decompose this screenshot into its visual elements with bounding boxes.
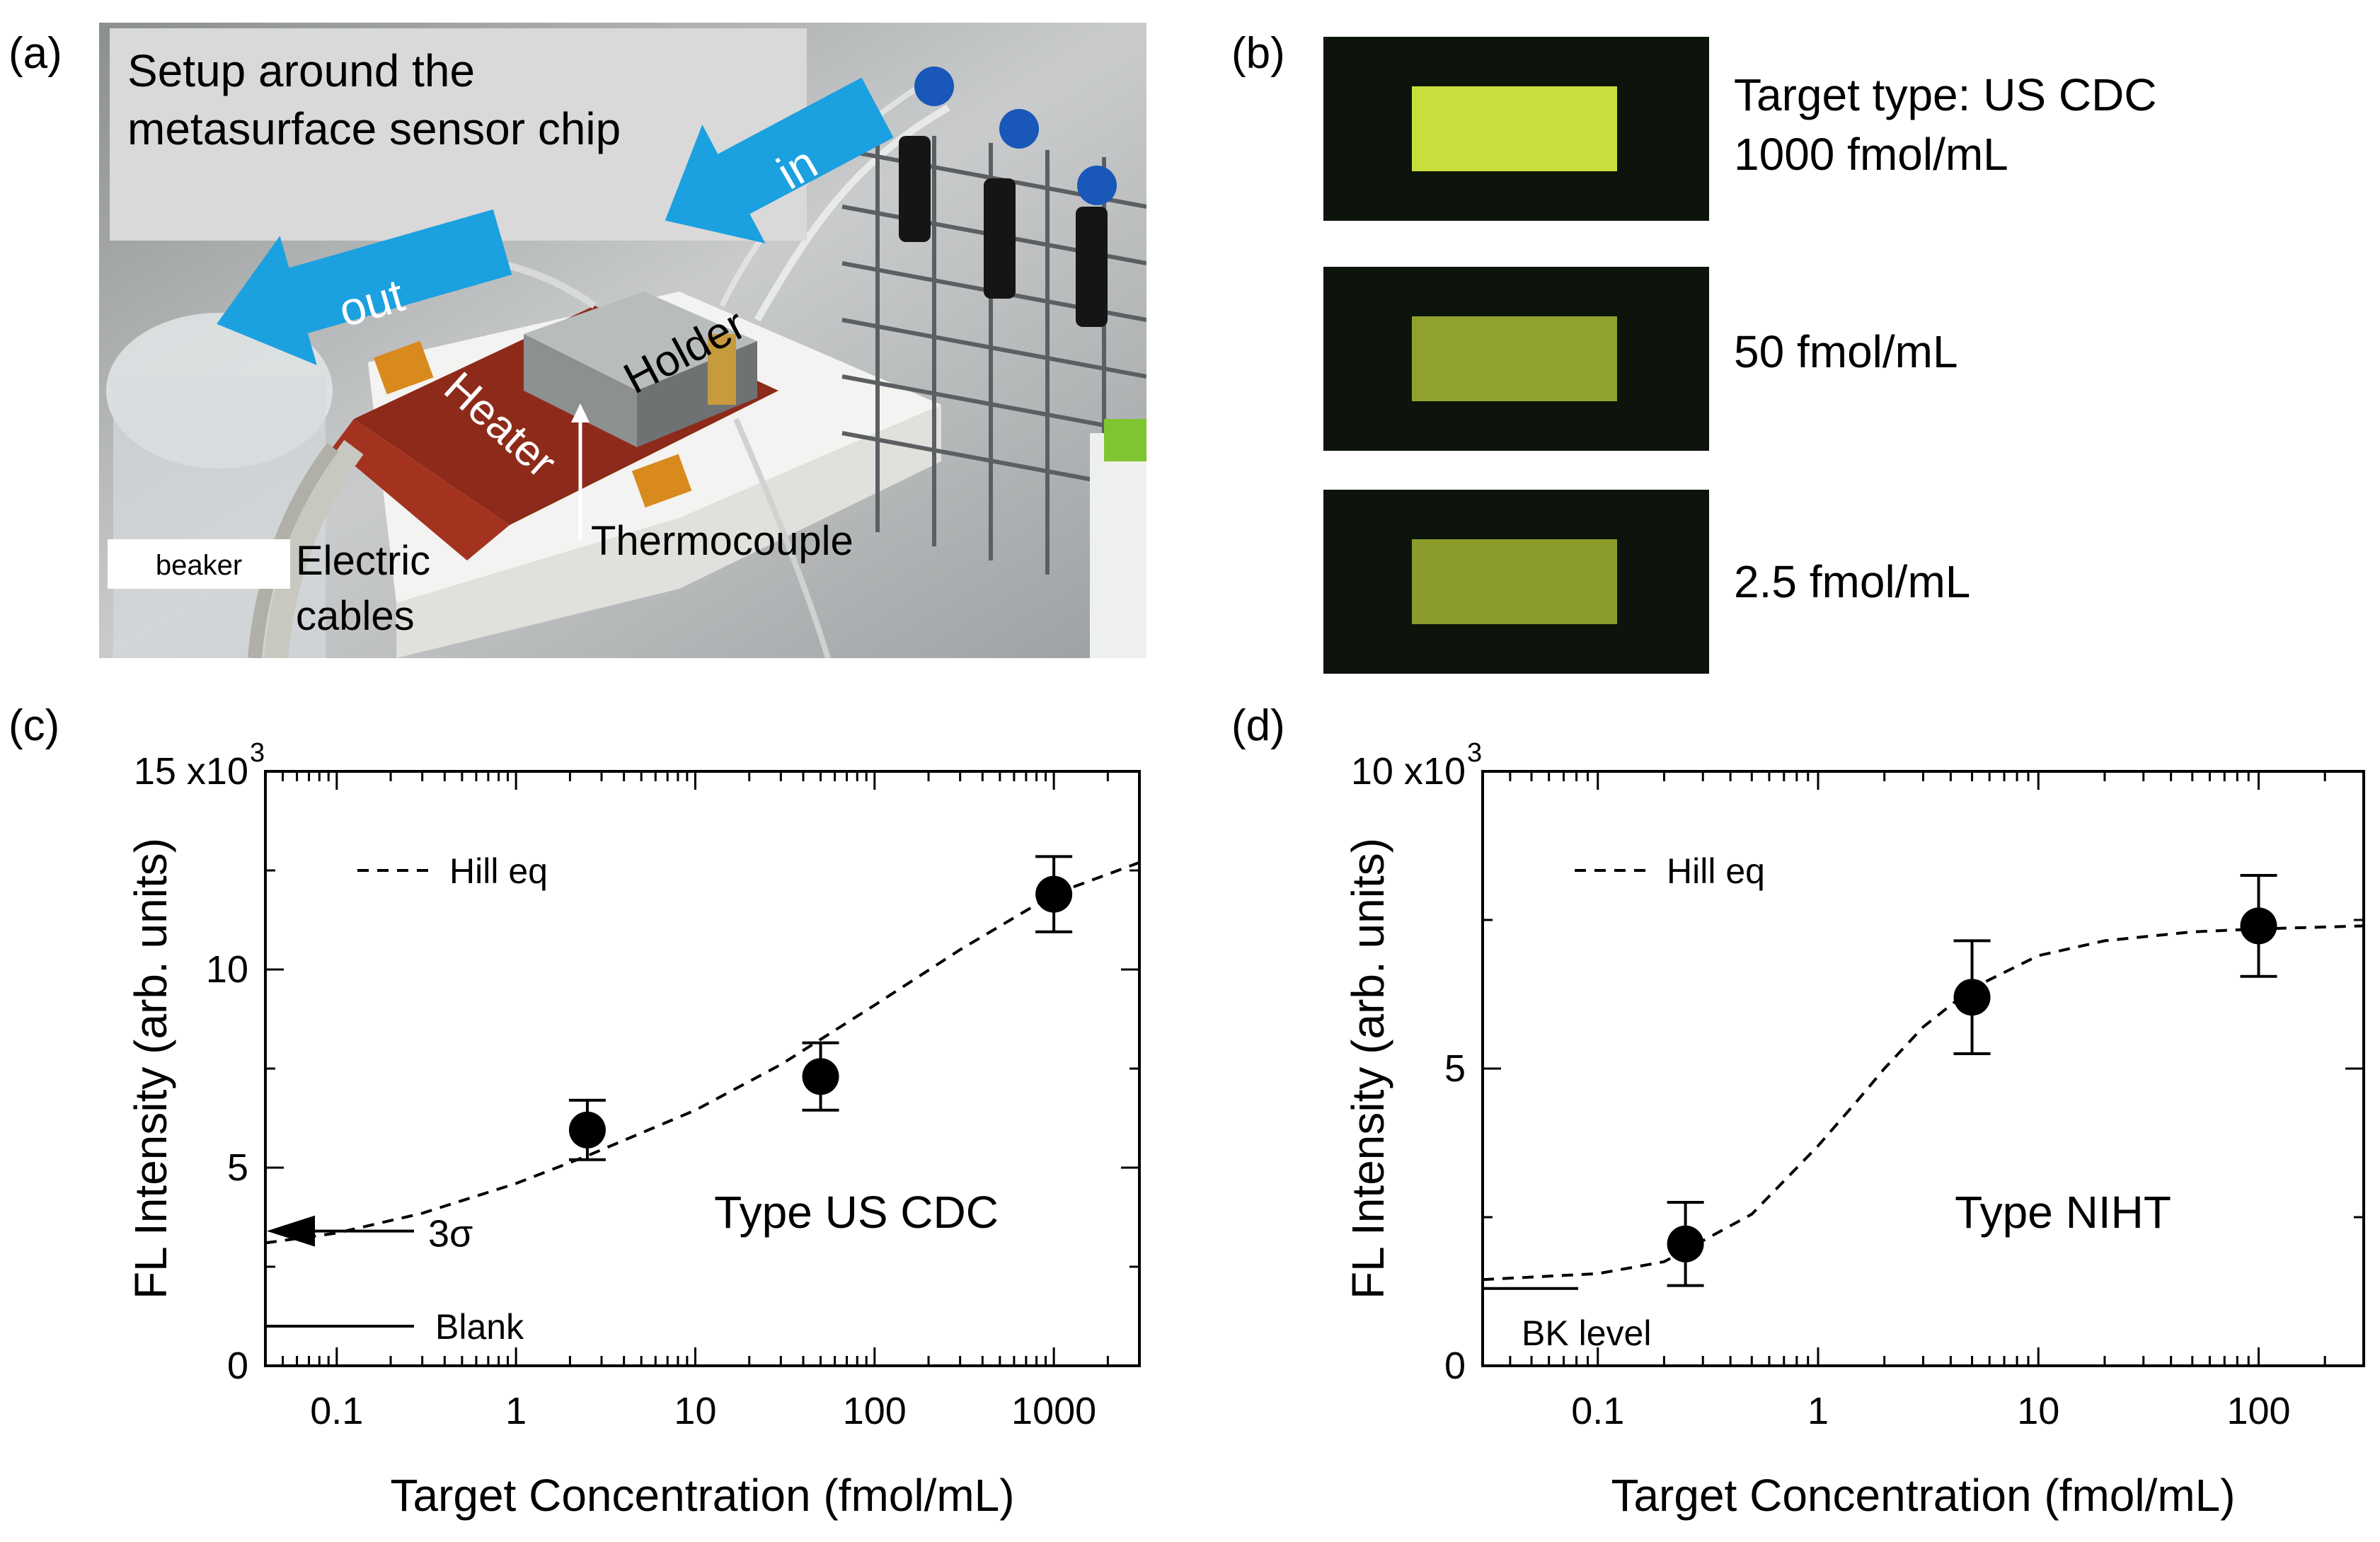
in-arrow-icon — [665, 77, 894, 243]
panel-label-a: (a) — [8, 29, 62, 78]
y-multiplier-exponent: 3 — [1467, 738, 1482, 768]
photo-title-line1: Setup around the — [127, 45, 475, 96]
x-tick-label: 10 — [674, 1390, 716, 1432]
panel-label-b: (b) — [1231, 29, 1285, 78]
legend-label: Hill eq — [449, 851, 548, 891]
fluorescence-image-50 — [1323, 267, 1709, 451]
thermocouple-label: Thermocouple — [591, 518, 853, 564]
holder-block — [524, 292, 757, 391]
electric-label-1: Electric — [296, 538, 430, 584]
data-point — [2240, 907, 2277, 945]
y-tick-label: 10 — [206, 948, 248, 991]
fluorescence-image-2p5 — [1323, 490, 1709, 674]
plot-frame — [1481, 770, 2365, 1367]
bk-level-label: BK level — [1522, 1313, 1651, 1353]
beaker-label: beaker — [156, 550, 242, 581]
electric-label-2: cables — [296, 593, 415, 639]
y-tick-label: 5 — [1444, 1047, 1466, 1090]
data-point — [1035, 875, 1073, 913]
x-tick-label: 1 — [1807, 1390, 1829, 1432]
x-tick-label: 100 — [843, 1390, 907, 1432]
x-tick-label: 0.1 — [1571, 1390, 1624, 1432]
y-axis-label: FL Intensity (arb. units) — [1343, 838, 1393, 1299]
hill-fit-curve — [265, 861, 1140, 1245]
blank-label: Blank — [435, 1307, 524, 1347]
panel-label-d: (d) — [1231, 701, 1285, 750]
x-axis-label: Target Concentration (fmol/mL) — [1611, 1470, 2235, 1521]
three-sigma-arrow-icon — [267, 1215, 315, 1247]
x-axis-label: Target Concentration (fmol/mL) — [390, 1470, 1014, 1521]
type-label: Type US CDC — [714, 1187, 999, 1238]
out-arrow-icon — [217, 209, 512, 366]
plot-frame — [264, 770, 1141, 1367]
photo-title-line2: metasurface sensor chip — [127, 103, 621, 154]
hill-fit-curve — [1482, 924, 2364, 1282]
y-tick-label: 0 — [227, 1345, 248, 1387]
type-label: Type NIHT — [1955, 1187, 2171, 1238]
x-tick-label: 100 — [2226, 1390, 2290, 1432]
data-point — [1953, 979, 1991, 1016]
panel-label-c: (c) — [8, 701, 60, 750]
fluorescence-images — [1323, 37, 1709, 674]
y-top-tick-label: 10 x10 — [1351, 750, 1466, 793]
legend-label: Hill eq — [1667, 851, 1765, 891]
three-sigma-label: 3σ — [428, 1213, 473, 1255]
y-axis-label: FL Intensity (arb. units) — [125, 838, 176, 1299]
fluorescence-label-3: 2.5 fmol/mL — [1734, 556, 1971, 607]
fluorescence-image-1000 — [1323, 37, 1709, 221]
x-tick-label: 10 — [2017, 1390, 2059, 1432]
x-tick-label: 0.1 — [310, 1390, 363, 1432]
thermocouple-arrow-icon — [571, 403, 590, 539]
x-tick-label: 1 — [505, 1390, 527, 1432]
y-top-tick-label: 15 x10 — [134, 750, 248, 793]
data-point — [1667, 1225, 1704, 1262]
y-tick-label: 0 — [1444, 1345, 1466, 1387]
y-multiplier-exponent: 3 — [250, 738, 265, 768]
setup-photo: Setup around the metasurface sensor chip… — [99, 23, 1146, 658]
fluorescence-label-2: 50 fmol/mL — [1734, 326, 1958, 377]
data-point — [802, 1058, 839, 1095]
data-point — [568, 1111, 606, 1149]
x-tick-label: 1000 — [1011, 1390, 1096, 1432]
y-tick-label: 5 — [227, 1146, 248, 1189]
